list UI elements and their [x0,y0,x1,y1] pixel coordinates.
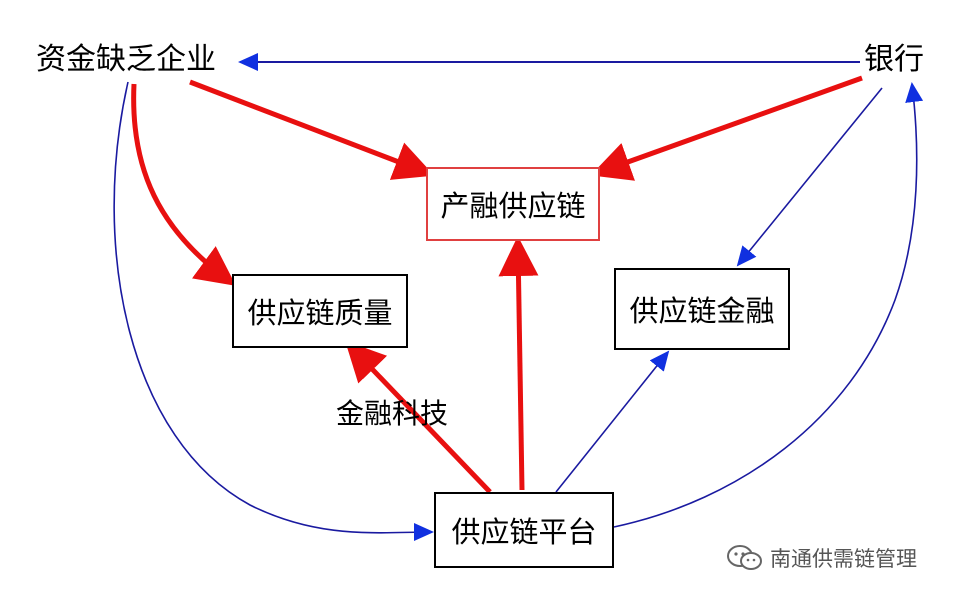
watermark: 南通供需链管理 [726,540,917,576]
edge-platform-to-integration [498,236,539,491]
node-quality: 供应链质量 [232,274,408,348]
node-quality-label: 供应链质量 [247,296,393,330]
node-enterprise: 资金缺乏企业 [36,42,216,77]
node-finance-label: 供应链金融 [629,294,775,328]
node-platform-label: 供应链平台 [451,515,597,549]
node-platform: 供应链平台 [434,492,614,568]
edge-platform-to-bank [613,82,924,528]
edge-enterprise-to-platform [113,81,434,542]
node-finance: 供应链金融 [614,268,790,350]
edge-platform-to-quality [345,340,492,494]
edge-platform-to-finance [555,350,670,493]
wechat-icon [727,545,762,570]
node-integration-label: 产融供应链 [440,189,586,223]
edge-label-fintech: 金融科技 [336,397,449,430]
edge-bank-to-finance [736,87,883,267]
edge-enterprise-to-integration [189,79,435,180]
node-integration: 产融供应链 [426,167,600,241]
node-bank: 银行 [864,42,924,77]
edge-bank-to-integration [590,75,863,181]
edge-enterprise-to-quality [131,83,237,286]
watermark-text: 南通供需链管理 [770,547,917,571]
